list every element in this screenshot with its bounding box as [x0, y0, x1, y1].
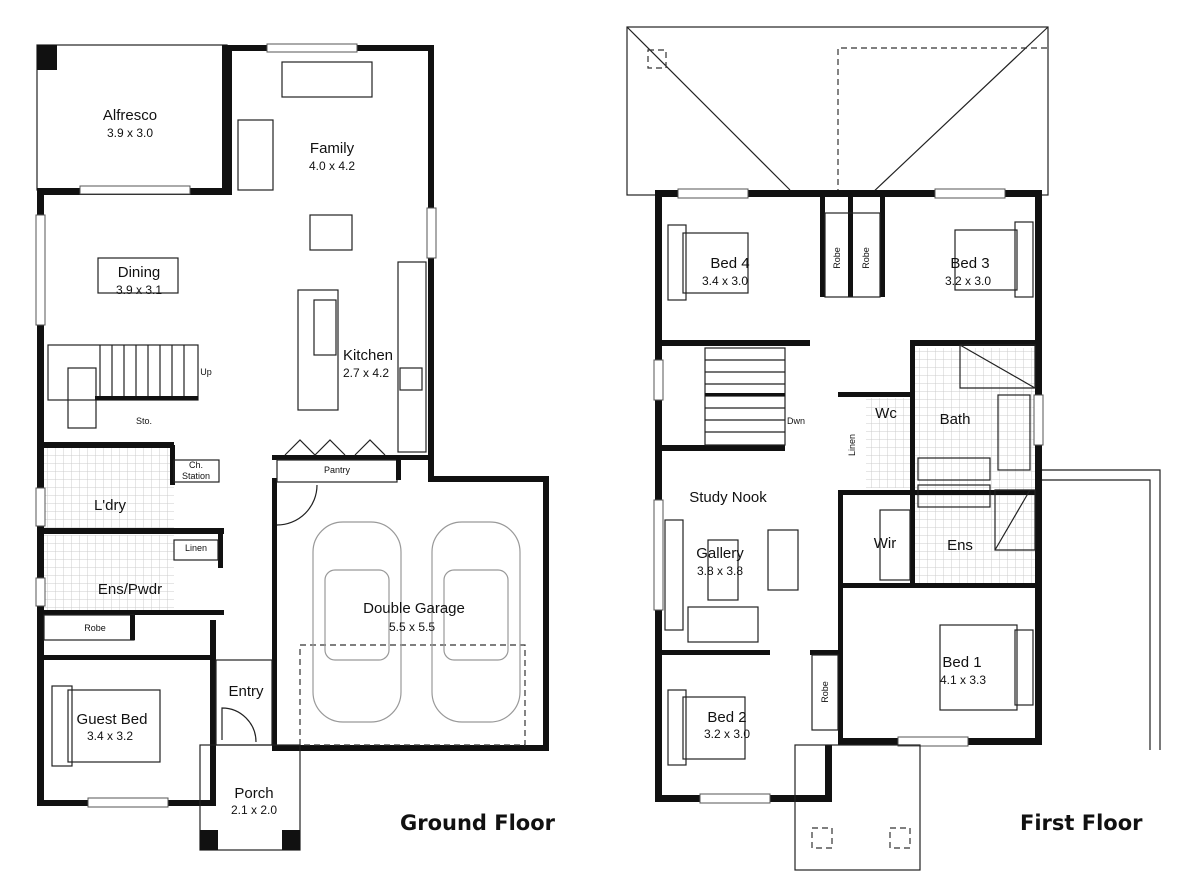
room-name-guest-bed: Guest Bed: [77, 711, 148, 728]
pantry-label: Pantry: [324, 465, 351, 475]
robe-label-b: Robe: [861, 247, 871, 269]
robe-label-a: Robe: [832, 247, 842, 269]
room-name-bed3: Bed 3: [950, 255, 989, 272]
linen-label: Linen: [847, 434, 857, 456]
room-size-bed1: 4.1 x 3.3: [940, 673, 986, 687]
robe-label: Robe: [84, 623, 106, 633]
room-name-entry: Entry: [228, 683, 264, 700]
room-name-kitchen: Kitchen: [343, 347, 393, 364]
room-size-kitchen: 2.7 x 4.2: [343, 366, 389, 380]
room-size-guest-bed: 3.4 x 3.2: [87, 729, 133, 743]
room-name-gallery: Gallery: [696, 545, 744, 562]
room-name-wc: Wc: [875, 405, 897, 422]
ground-floor-title: Ground Floor: [400, 811, 556, 835]
room-size-porch: 2.1 x 2.0: [231, 803, 277, 817]
room-size-family: 4.0 x 4.2: [309, 159, 355, 173]
linen-label: Linen: [185, 543, 207, 553]
room-size-garage: 5.5 x 5.5: [389, 620, 435, 634]
room-name-laundry: L'dry: [94, 497, 127, 514]
ch-station-label-2: Station: [182, 471, 210, 481]
staircase: [47, 344, 199, 429]
stairs-down-label: Dwn: [787, 416, 805, 426]
room-name-garage: Double Garage: [363, 600, 465, 617]
robe-label-bed2: Robe: [820, 681, 830, 703]
room-name-bed2: Bed 2: [707, 709, 746, 726]
staircase: [704, 347, 786, 446]
ch-station-label: Ch.: [189, 460, 203, 470]
first-floor-title: First Floor: [1020, 811, 1143, 835]
room-name-study-nook: Study Nook: [689, 489, 767, 506]
car-icon: [431, 521, 521, 723]
room-name-bed1: Bed 1: [942, 654, 981, 671]
room-name-wir: Wir: [874, 535, 897, 552]
room-size-bed2: 3.2 x 3.0: [704, 727, 750, 741]
room-size-bed4: 3.4 x 3.0: [702, 274, 748, 288]
room-name-bed4: Bed 4: [710, 255, 749, 272]
room-name-porch: Porch: [234, 785, 273, 802]
room-name-ens: Ens: [947, 537, 973, 554]
storage-label: Sto.: [136, 416, 152, 426]
room-name-alfresco: Alfresco: [103, 107, 157, 124]
room-size-dining: 3.9 x 3.1: [116, 283, 162, 297]
room-name-ens-pwdr: Ens/Pwdr: [98, 581, 162, 598]
stairs-up-label: Up: [200, 367, 212, 377]
room-name-family: Family: [310, 140, 355, 157]
room-size-gallery: 3.8 x 3.8: [697, 564, 743, 578]
room-name-dining: Dining: [118, 264, 161, 281]
ground-floor-plan: [35, 43, 549, 851]
first-floor-plan: [626, 26, 1161, 871]
room-name-bath: Bath: [940, 411, 971, 428]
room-size-bed3: 3.2 x 3.0: [945, 274, 991, 288]
car-icon: [312, 521, 402, 723]
room-size-alfresco: 3.9 x 3.0: [107, 126, 153, 140]
